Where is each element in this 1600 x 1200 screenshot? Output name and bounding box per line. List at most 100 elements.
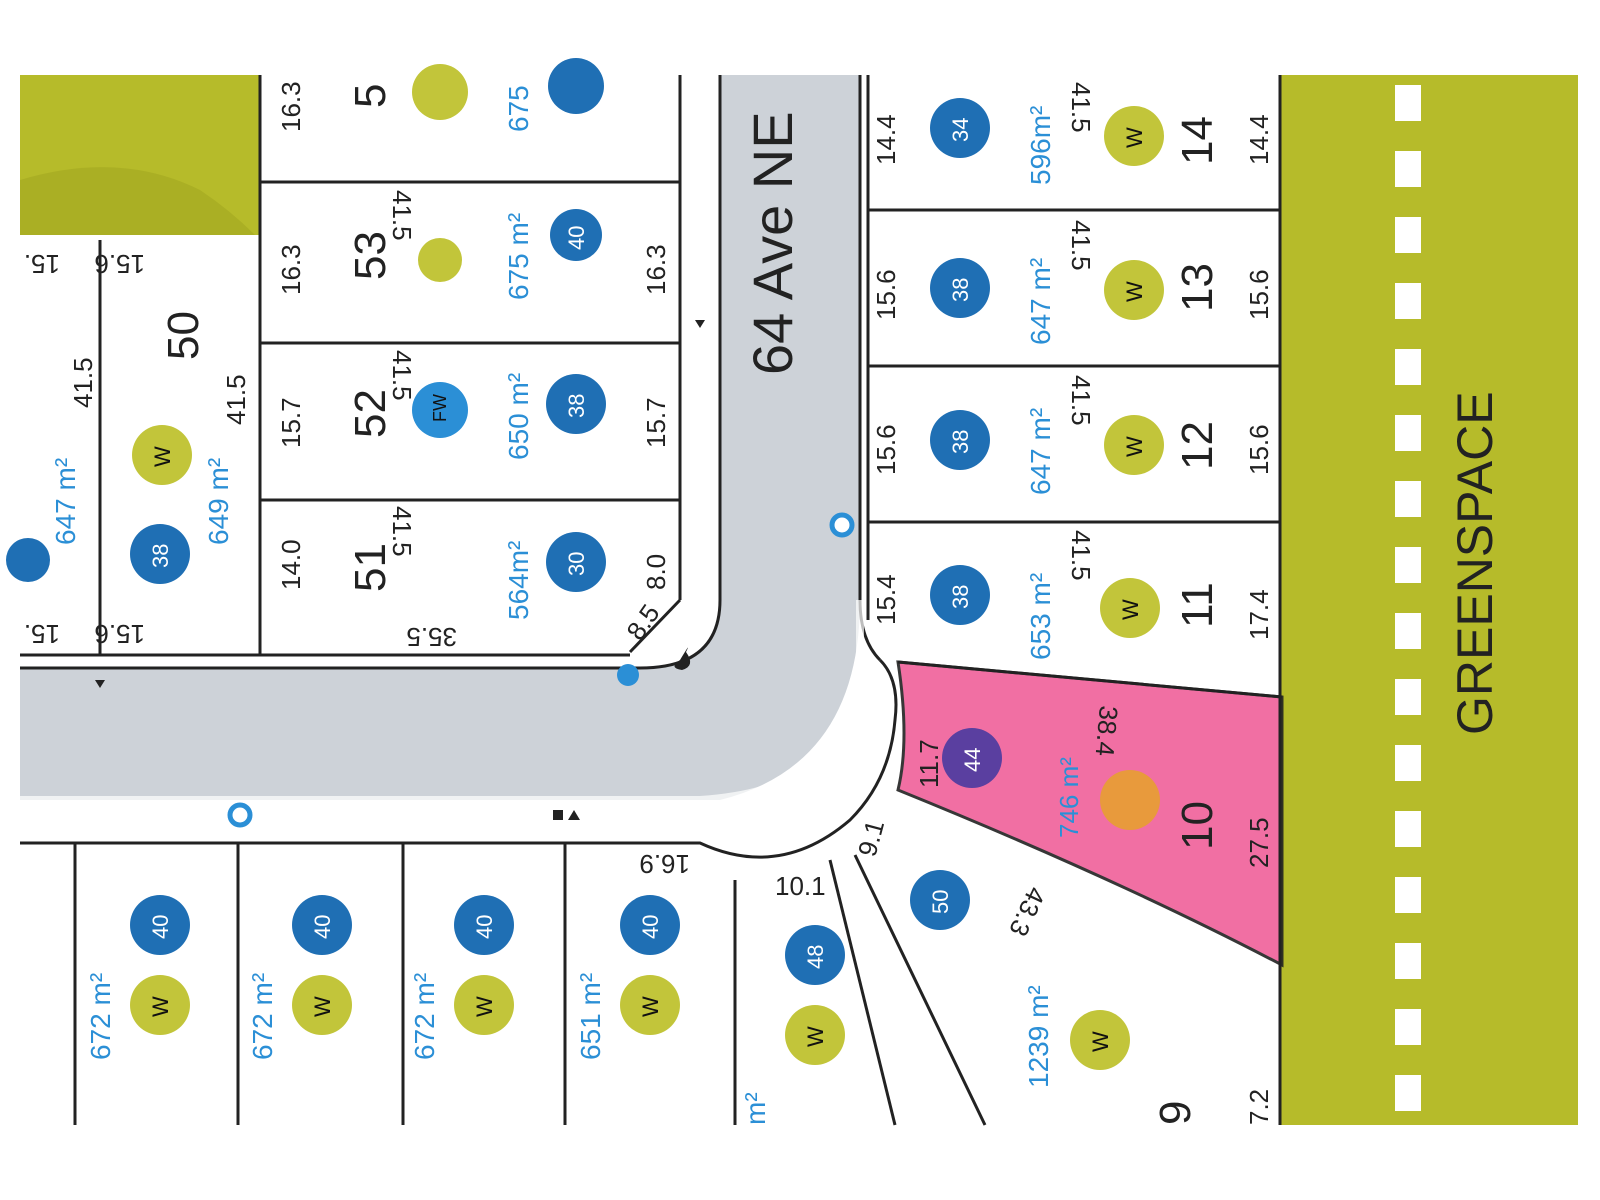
w-badge-icon: [785, 1005, 845, 1065]
lot-dim: 14.4: [871, 114, 901, 165]
builder-badge-label: 38: [948, 278, 973, 302]
fill-code-label: W: [803, 1026, 828, 1047]
lot-dim: 16.3: [276, 81, 306, 132]
trail-dash: [1395, 151, 1421, 187]
upper-lot-lines: [20, 75, 682, 657]
greenspace-strip: [1280, 75, 1578, 1125]
trail-dash: [1395, 481, 1421, 517]
lot-dim: 14.4: [1244, 114, 1274, 165]
lot-area: 564m²: [503, 541, 534, 620]
fill-code-label: W: [150, 446, 175, 467]
lot-area: 649 m²: [203, 458, 234, 545]
builder-badge: [620, 895, 680, 955]
builder-badge: [930, 258, 990, 318]
fill-code-label: W: [638, 996, 663, 1017]
lot-number: 10: [1173, 801, 1222, 850]
lot-52[interactable]: 52 650 m² 38 FW 15.7 41.5 15.7: [276, 350, 671, 460]
fill-code-label: W: [1122, 281, 1147, 302]
trail-dash: [1395, 745, 1421, 781]
trail-dash: [1395, 811, 1421, 847]
lot-53[interactable]: 53 675 m² 40 16.3 41.5 16.3: [276, 190, 671, 300]
hydrant-icon: [829, 512, 855, 538]
lot-dim: 41.5: [1066, 530, 1096, 581]
lot-number: 52: [346, 389, 395, 438]
lot-number: 14: [1173, 116, 1222, 165]
builder-badge: [292, 895, 352, 955]
lot-dim: 15.: [24, 619, 60, 649]
trail-dash: [1395, 415, 1421, 451]
trail-dash: [1395, 943, 1421, 979]
hydrant-icon: [617, 664, 639, 686]
lot-number: 13: [1173, 263, 1222, 312]
lot-10[interactable]: 10 746 m² 44 11.7 38.4 27.5 43.3: [914, 704, 1274, 941]
lot-dim: 41.5: [1066, 82, 1096, 133]
builder-badge-label: 34: [948, 118, 973, 142]
lot-dim: 14.0: [276, 539, 306, 590]
builder-badge: [130, 524, 190, 584]
w-badge-icon: [418, 238, 462, 282]
lot-13[interactable]: 13 647 m² 38 W 15.6 41.5 15.6: [871, 220, 1274, 345]
lot-12[interactable]: 12 647 m² 38 W 15.6 41.5 15.6: [871, 375, 1274, 495]
lot-area: 675 m²: [503, 213, 534, 300]
lot-14[interactable]: 14 596m² 34 W 14.4 41.5 14.4: [871, 82, 1274, 185]
builder-badge: [130, 895, 190, 955]
lot-dim: 27.5: [1244, 817, 1274, 868]
lot-dim: 10.1: [775, 871, 826, 901]
lot-dim: 15.6: [94, 249, 145, 279]
park-corner: [20, 75, 260, 235]
trail-dash: [1395, 679, 1421, 715]
lot-area: 746 m²: [1054, 757, 1084, 838]
streetlight-icon: [674, 647, 691, 670]
lot-dim: 17.4: [1244, 589, 1274, 640]
fill-code-label: W: [1118, 599, 1143, 620]
right-lot-lines: [853, 75, 1283, 1126]
w-badge-icon: [1070, 1010, 1130, 1070]
fill-code-label: W: [310, 996, 335, 1017]
lot-54-partial[interactable]: 5 675 16.3: [276, 58, 604, 132]
lot-dim: 16.3: [276, 244, 306, 295]
builder-badge-label: 40: [148, 915, 173, 939]
lot-number: 53: [346, 231, 395, 280]
w-badge-icon: [1100, 578, 1160, 638]
builder-badge: [546, 532, 606, 592]
builder-badge: [454, 895, 514, 955]
fw-badge-icon: [412, 382, 468, 438]
lot-area: 653 m²: [1025, 573, 1056, 660]
greenspace-label: GREENSPACE: [1447, 391, 1503, 735]
w-badge-icon: [130, 975, 190, 1035]
transformer-icon: [553, 810, 563, 820]
lot-dim: 38.4: [1090, 704, 1124, 757]
lot-dim: 15.6: [871, 269, 901, 320]
w-badge-icon: [454, 975, 514, 1035]
lot-9[interactable]: 9 1239 m² 50 W 9.1 7.2: [852, 817, 1274, 1125]
lot-dim: 15.7: [641, 397, 671, 448]
builder-badge-label: 40: [472, 915, 497, 939]
lot-dim: 15.6: [871, 424, 901, 475]
street-name-label: 64 Ave NE: [741, 111, 804, 375]
builder-badge: [942, 728, 1002, 788]
lot-50[interactable]: 50 649 m² 38 W 15.6 41.5 15.6: [94, 249, 251, 649]
lot-11[interactable]: 11 653 m² 38 W 15.4 41.5 17.4: [871, 530, 1274, 660]
builder-badge-label: 38: [948, 430, 973, 454]
lot-area: 647 m²: [50, 458, 81, 545]
w-badge-icon: [1104, 106, 1164, 166]
builder-badge-label: 38: [564, 394, 589, 418]
builder-badge: [930, 410, 990, 470]
builder-badge-label: 40: [638, 915, 663, 939]
lower-lot-lines: [73, 843, 897, 1126]
builder-badge: [546, 374, 606, 434]
builder-badge-label: 44: [960, 748, 985, 772]
trail-dash: [1395, 283, 1421, 319]
hydrant-icon: [227, 802, 253, 828]
lot-49-partial[interactable]: 647 m² 41.5 15. 15.: [6, 249, 98, 649]
lot-dim: 11.7: [914, 739, 944, 788]
lot-number: 12: [1173, 421, 1222, 470]
walking-trail-dashes: [1395, 85, 1421, 1111]
lot-number: 9: [1151, 1101, 1200, 1125]
builder-badge-label: 50: [928, 890, 953, 914]
